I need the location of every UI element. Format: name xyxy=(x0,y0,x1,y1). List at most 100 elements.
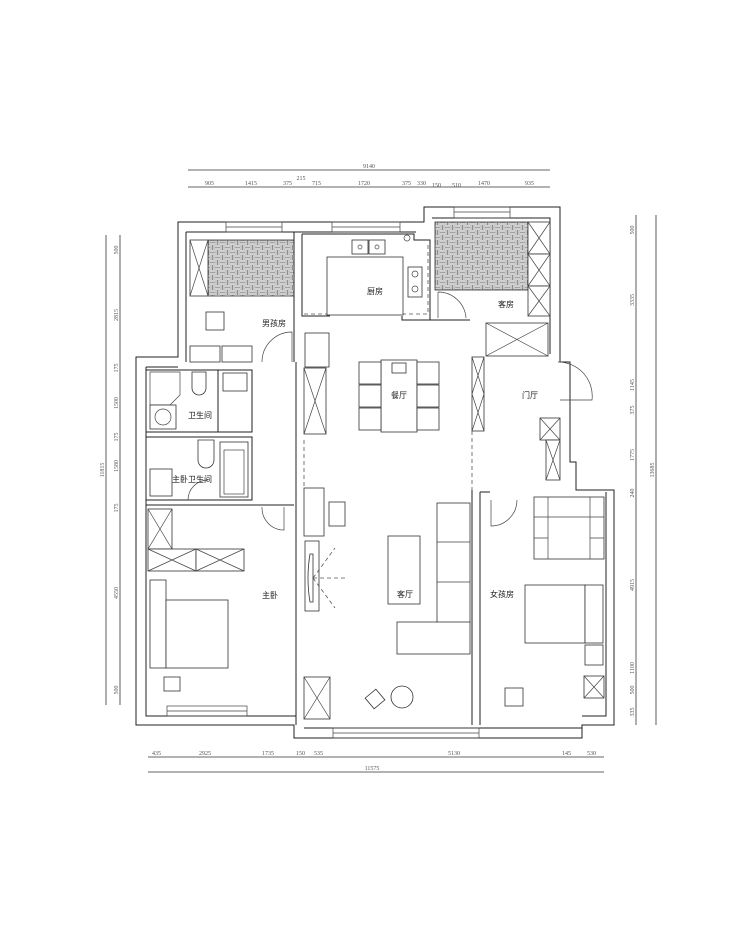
top-sub-dim: 215 xyxy=(297,176,306,182)
room-label-entry-hall: 门厅 xyxy=(522,390,538,400)
master-bathroom: 主卧卫生间 xyxy=(146,436,253,501)
dining-chair xyxy=(416,407,440,431)
entry-door-swing xyxy=(557,361,593,401)
dim-label: 375 xyxy=(283,181,292,187)
dim-label: 150 xyxy=(296,751,305,757)
door-swing xyxy=(437,291,467,319)
room-label-master-bedroom: 主卧 xyxy=(262,590,278,600)
toilet xyxy=(197,439,215,469)
dim-label: 500 xyxy=(114,246,120,255)
chair xyxy=(163,676,181,692)
top-dimensions: 9140 215 905 1415 375 715 1720 375 330 1… xyxy=(188,164,550,189)
dim-label: 1100 xyxy=(630,662,636,674)
dim-label: 175 xyxy=(114,364,120,373)
bottom-dimensions: 435 2925 1735 150 535 5130 145 530 11575 xyxy=(148,751,604,773)
bed xyxy=(165,599,229,669)
room-label-guest-room: 客房 xyxy=(498,299,514,309)
dim-label: 375 xyxy=(402,181,411,187)
dim-label: 715 xyxy=(312,181,321,187)
nightstand xyxy=(584,584,604,644)
dim-label: 375 xyxy=(630,406,636,415)
dim-label: 4550 xyxy=(114,587,120,599)
dim-label: 5130 xyxy=(448,751,460,757)
window xyxy=(166,206,511,739)
nightstands xyxy=(149,579,167,669)
desk xyxy=(221,345,253,363)
room-label-kitchen: 厨房 xyxy=(367,286,383,296)
right-total-dim: 13685 xyxy=(650,463,656,478)
room-label-living-room: 客厅 xyxy=(397,589,413,599)
tall-cabinet xyxy=(471,356,485,432)
room-label-boys-room: 男孩房 xyxy=(262,318,286,328)
coffee-table xyxy=(387,535,421,605)
lounge-chair xyxy=(364,688,386,710)
dim-label: 175 xyxy=(114,504,120,513)
cabinet xyxy=(303,487,325,537)
sink xyxy=(351,239,369,255)
round-table xyxy=(390,685,414,709)
dim-label: 3335 xyxy=(630,294,636,306)
exterior-walls xyxy=(135,206,615,739)
dim-label: 500 xyxy=(630,226,636,235)
dim-label: 535 xyxy=(314,751,323,757)
shower xyxy=(149,468,173,497)
dim-label: 500 xyxy=(630,686,636,695)
dim-label: 175 xyxy=(114,433,120,442)
dim-label: 530 xyxy=(587,751,596,757)
dim-label: 150 xyxy=(432,183,441,189)
guest-room: 客房 xyxy=(430,221,551,321)
dim-label: 1775 xyxy=(630,449,636,461)
room-label-dining: 餐厅 xyxy=(391,391,407,400)
dim-label: 1580 xyxy=(114,460,120,472)
toilet xyxy=(191,371,207,396)
bay-window-platform xyxy=(207,239,295,297)
dim-label: 905 xyxy=(205,181,214,187)
dim-label: 145 xyxy=(562,751,571,757)
wash-basin xyxy=(222,372,248,392)
desk xyxy=(189,345,221,363)
dim-label: 335 xyxy=(630,708,636,717)
dim-label: 1145 xyxy=(630,379,636,391)
tv xyxy=(307,553,314,603)
dining-room: 餐厅 xyxy=(295,332,440,725)
dim-label: 1415 xyxy=(245,181,257,187)
top-total-dim: 9140 xyxy=(363,164,375,170)
dining-chair xyxy=(358,407,382,431)
room-label-girls-room: 女孩房 xyxy=(490,589,514,599)
bay-window-platform xyxy=(434,221,529,291)
dim-label: 1720 xyxy=(358,181,370,187)
bottom-total-dim: 11575 xyxy=(365,766,380,772)
room-label-bathroom: 卫生间 xyxy=(188,410,212,420)
bathroom: 卫生间 xyxy=(146,369,253,433)
boys-room: 男孩房 xyxy=(189,232,295,363)
dim-label: 330 xyxy=(417,181,426,187)
dim-label: 510 xyxy=(452,183,461,189)
sofa xyxy=(436,502,471,624)
chair xyxy=(205,311,225,331)
dining-chair xyxy=(358,361,382,385)
gas-stove xyxy=(407,266,423,298)
kitchen-island xyxy=(326,256,404,316)
dim-label: 435 xyxy=(152,751,161,757)
door-swing xyxy=(187,479,209,501)
dim-label: 2815 xyxy=(114,309,120,321)
side-table xyxy=(328,501,346,527)
door-swing xyxy=(261,331,293,363)
washing-machine xyxy=(149,404,177,430)
living-room: 客厅 xyxy=(303,487,473,725)
left-dimensions: 11815 500 2815 175 1500 175 1580 175 455… xyxy=(100,235,121,705)
dim-label: 1470 xyxy=(478,181,490,187)
bathtub xyxy=(219,441,249,498)
dining-chair xyxy=(416,361,440,385)
dim-label: 4915 xyxy=(630,579,636,591)
bed xyxy=(524,584,586,644)
kitchen: 厨房 xyxy=(301,233,431,321)
right-dimensions: 13685 500 3335 1145 375 1775 240 4915 11… xyxy=(630,215,657,725)
door-swing xyxy=(490,499,518,527)
desk-area xyxy=(533,496,605,560)
room-label-master-bathroom: 主卧卫生间 xyxy=(172,474,212,484)
dim-label: 240 xyxy=(630,489,636,498)
dim-label: 1735 xyxy=(262,751,274,757)
dim-label: 935 xyxy=(525,181,534,187)
